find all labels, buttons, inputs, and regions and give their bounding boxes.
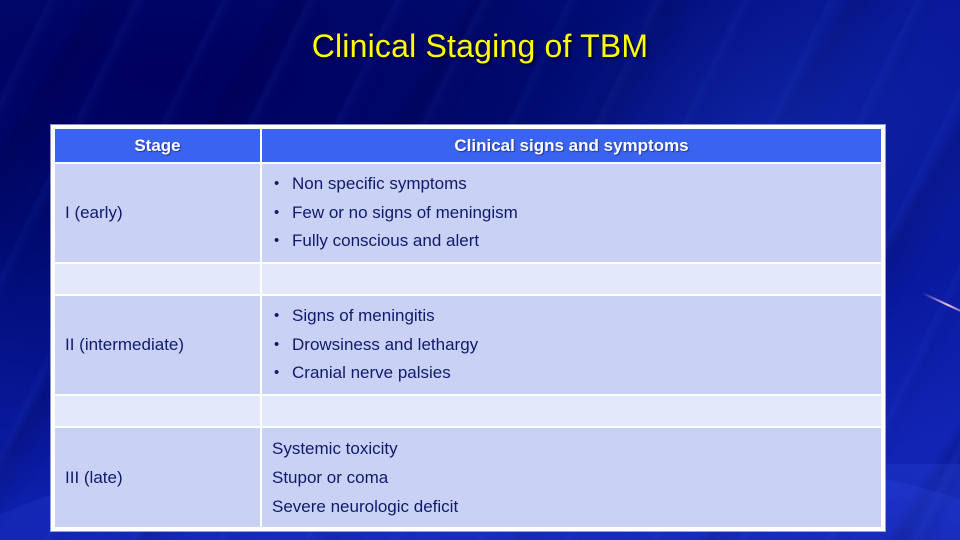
list-item: Signs of meningitis [272,302,871,331]
table-spacer-row [55,264,881,294]
table-header-row: Stage Clinical signs and symptoms [55,129,881,162]
signs-list-1: Non specific symptoms Few or no signs of… [272,170,871,256]
clinical-staging-table: Stage Clinical signs and symptoms I (ear… [53,127,883,529]
stage-label-3: III (late) [55,428,260,527]
signs-list-2: Signs of meningitis Drowsiness and letha… [272,302,871,388]
signs-cell-2: Signs of meningitis Drowsiness and letha… [262,296,881,394]
table-row: II (intermediate) Signs of meningitis Dr… [55,296,881,394]
list-item: Few or no signs of meningism [272,199,871,228]
stage-label-1: I (early) [55,164,260,262]
table-body: I (early) Non specific symptoms Few or n… [55,164,881,527]
table-row: III (late) Systemic toxicity Stupor or c… [55,428,881,527]
spacer-cell-signs [262,396,881,426]
spacer-cell-stage [55,396,260,426]
staging-table-container: Stage Clinical signs and symptoms I (ear… [51,125,885,531]
list-item: Systemic toxicity [272,439,398,458]
stage-label-2: II (intermediate) [55,296,260,394]
column-header-stage: Stage [55,129,260,162]
spacer-cell-stage [55,264,260,294]
page-title: Clinical Staging of TBM [311,28,649,64]
list-item: Drowsiness and lethargy [272,331,871,360]
list-item: Cranial nerve palsies [272,359,871,388]
table-row: I (early) Non specific symptoms Few or n… [55,164,881,262]
list-item: Severe neurologic deficit [272,497,459,516]
list-item: Fully conscious and alert [272,227,871,256]
signs-cell-3: Systemic toxicity Stupor or coma Severe … [262,428,881,527]
list-item: Non specific symptoms [272,170,871,199]
signs-list-3: Systemic toxicity Stupor or coma Severe … [272,434,871,521]
list-item: Stupor or coma [272,468,389,487]
table-header: Stage Clinical signs and symptoms [55,129,881,162]
column-header-signs: Clinical signs and symptoms [262,129,881,162]
table-spacer-row [55,396,881,426]
spacer-cell-signs [262,264,881,294]
signs-cell-1: Non specific symptoms Few or no signs of… [262,164,881,262]
